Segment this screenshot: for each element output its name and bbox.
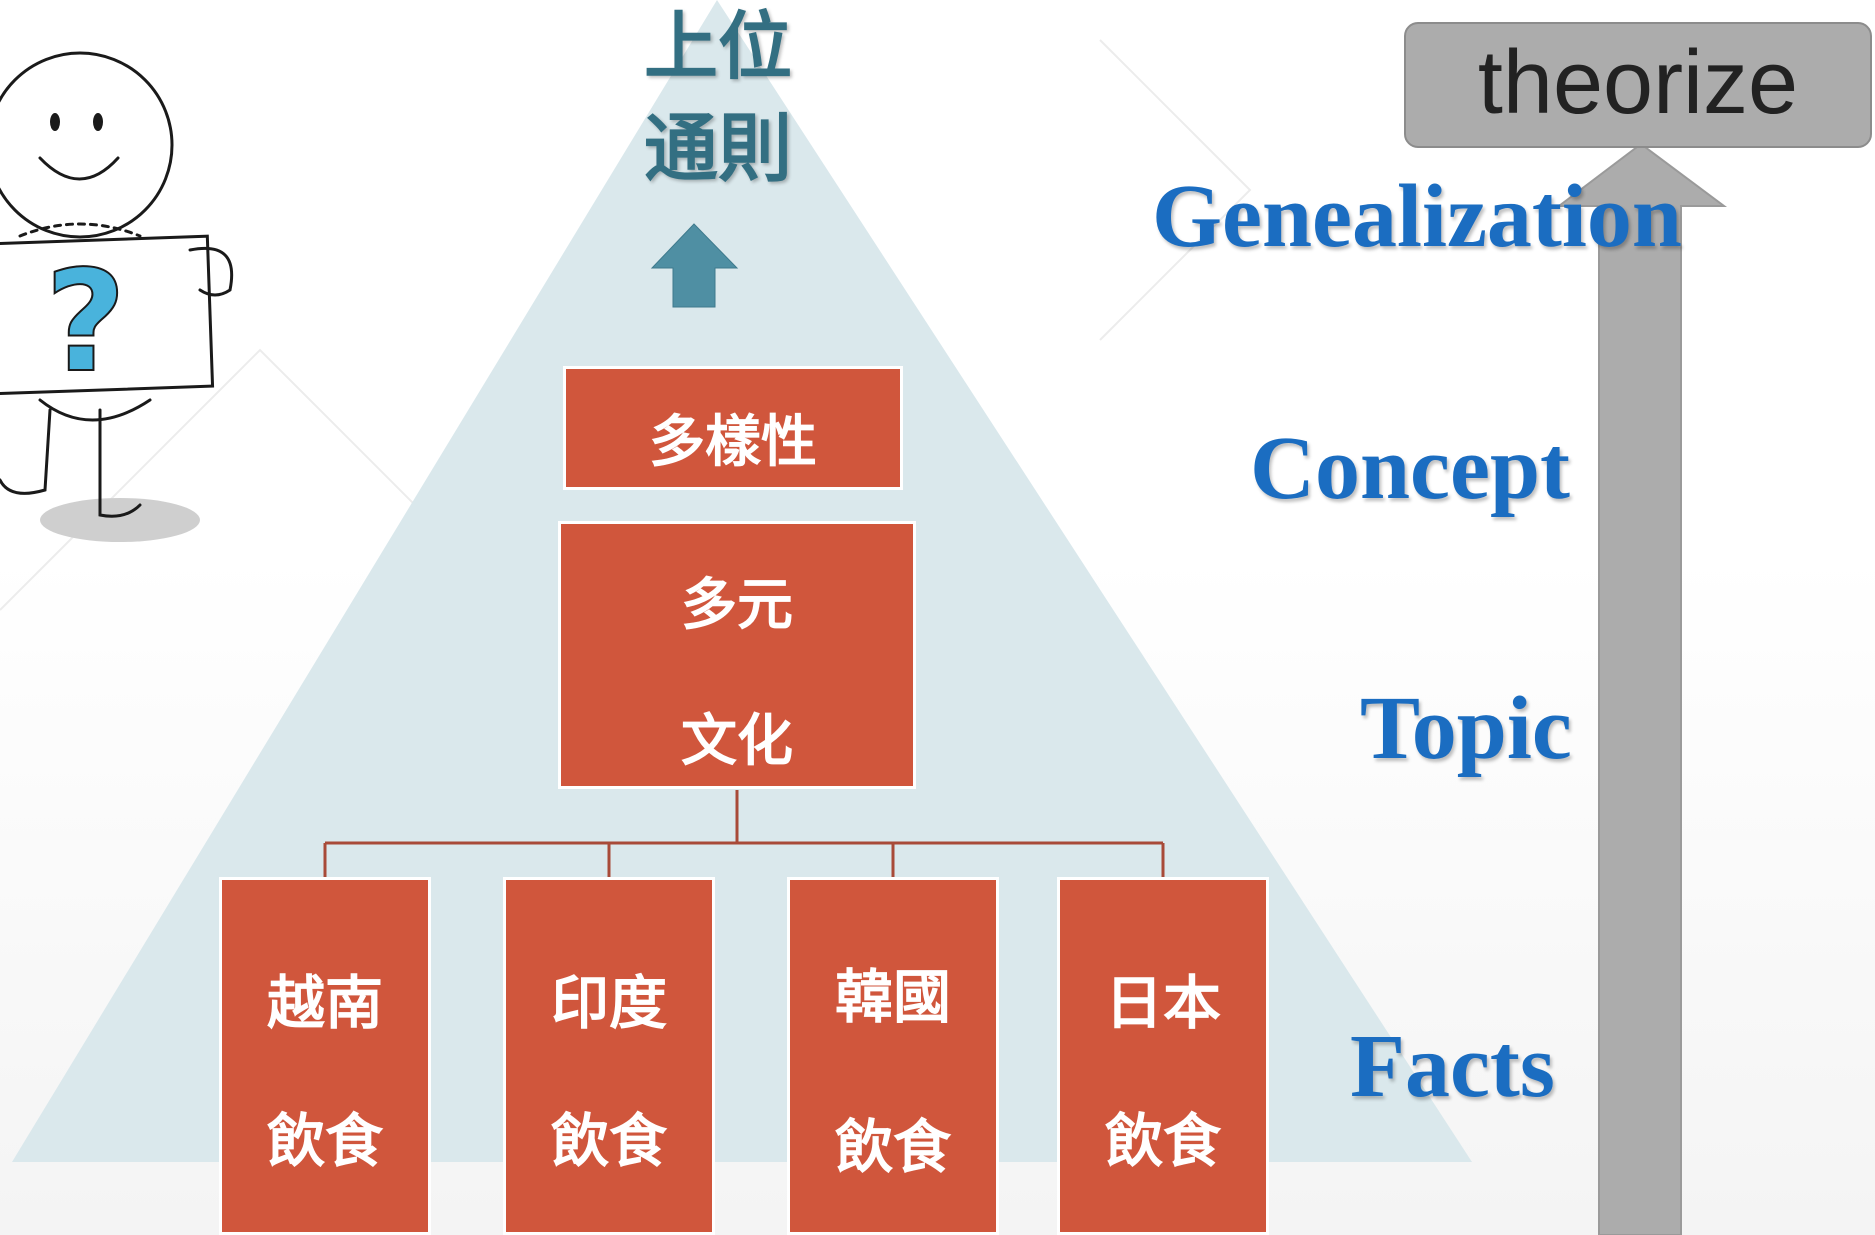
fact-box-line2: 飲食 [266, 1107, 383, 1175]
connector-lines [323, 790, 1165, 880]
level-generalization: Genealization [1152, 167, 1682, 266]
culture-box-line2: 文化 [681, 709, 793, 774]
level-topic: Topic [1360, 679, 1572, 778]
top-label-line2: 通則 [644, 106, 792, 192]
level-concept: Concept [1250, 419, 1570, 518]
theorize-box: theorize [1404, 22, 1872, 148]
fact-box-line1: 印度 [550, 969, 667, 1037]
fact-box-line2: 飲食 [834, 1113, 951, 1181]
level-facts: Facts [1350, 1017, 1555, 1116]
fact-box-india: 印度 飲食 [503, 877, 715, 1235]
theorize-up-arrow [1556, 142, 1728, 1235]
culture-box: 多元 文化 [558, 521, 916, 789]
fact-box-line1: 日本 [1104, 969, 1221, 1037]
fact-box-line2: 飲食 [1104, 1107, 1221, 1175]
fact-box-vietnam: 越南 飲食 [219, 877, 431, 1235]
fact-box-korea: 韓國 飲食 [787, 877, 999, 1235]
diversity-box: 多樣性 [563, 366, 903, 490]
diversity-box-label: 多樣性 [649, 410, 817, 475]
fact-box-line1: 韓國 [834, 963, 951, 1031]
culture-box-line1: 多元 [681, 573, 793, 638]
fact-box-line2: 飲食 [550, 1107, 667, 1175]
fact-box-japan: 日本 飲食 [1057, 877, 1269, 1235]
fact-box-line1: 越南 [266, 969, 383, 1037]
up-arrow-icon [650, 223, 739, 308]
top-label-line1: 上位 [644, 4, 792, 90]
question-mark-icon: ? [45, 241, 126, 404]
stick-figure-holding-question-sign [0, 51, 234, 542]
